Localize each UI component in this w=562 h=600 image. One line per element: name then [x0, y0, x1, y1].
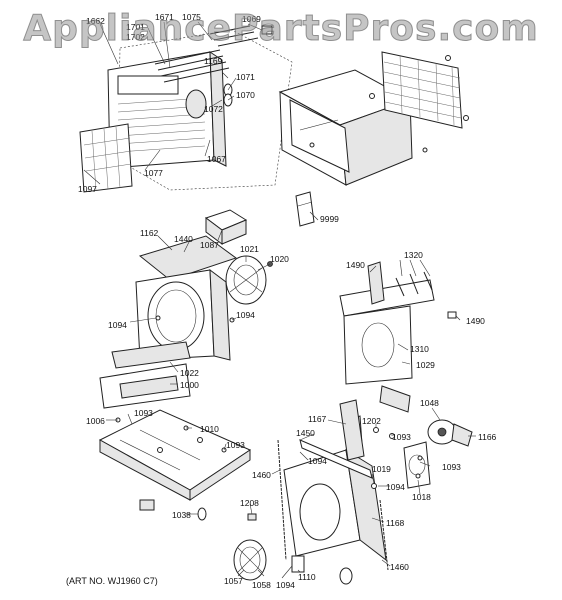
instruction-manual: [295, 191, 315, 227]
callout-1671: 1671: [155, 12, 174, 22]
base-pan: [98, 409, 252, 521]
callout-1018: 1018: [412, 492, 431, 502]
callout-1019: 1019: [372, 464, 391, 474]
blower-housing: [135, 235, 238, 361]
callout-1169: 1169: [204, 56, 223, 66]
louver-blades: [154, 25, 259, 83]
callout-1072: 1072: [204, 104, 223, 114]
callout-1460-a: 1460: [252, 470, 271, 480]
air-filter: [79, 123, 133, 193]
callout-9999: 9999: [320, 214, 339, 224]
callout-1097: 1097: [78, 184, 97, 194]
callout-1168: 1168: [386, 518, 405, 528]
callout-1075: 1075: [182, 12, 201, 22]
callout-1094-a: 1094: [108, 320, 127, 330]
callout-1490-b: 1490: [466, 316, 485, 326]
callout-1094-d: 1094: [386, 482, 405, 492]
callout-1166: 1166: [478, 432, 497, 442]
callout-1662: 1662: [86, 16, 105, 26]
callout-1087: 1087: [200, 240, 219, 250]
callout-labels: 1662 1671 1075 1069 1701 1702 1169 1071 …: [78, 12, 497, 590]
blower-wheel-1021: [225, 255, 273, 305]
front-grille-group: [79, 25, 293, 193]
callout-1093-b: 1093: [226, 440, 245, 450]
callout-1202: 1202: [362, 416, 381, 426]
callout-1010: 1010: [200, 424, 219, 434]
callout-1048: 1048: [420, 398, 439, 408]
callout-1310: 1310: [410, 344, 429, 354]
callout-1162: 1162: [140, 228, 159, 238]
callout-1000: 1000: [180, 380, 199, 390]
callout-1057: 1057: [224, 576, 243, 586]
art-number: (ART NO. WJ1960 C7): [66, 576, 158, 586]
capacitor: [291, 555, 353, 585]
cabinet-wrapper: [278, 69, 428, 186]
leader-lines: [83, 21, 476, 579]
callout-1094-b: 1094: [236, 310, 255, 320]
callout-1058: 1058: [252, 580, 271, 590]
rear-grille: [369, 51, 469, 129]
blower-wheel-1057: [233, 539, 267, 581]
callout-1070: 1070: [236, 90, 255, 100]
callout-1093-d: 1093: [442, 462, 461, 472]
callout-1077: 1077: [144, 168, 163, 178]
callout-1460-b: 1460: [390, 562, 409, 572]
callout-1490-a: 1490: [346, 260, 365, 270]
callout-1701: 1701: [126, 22, 145, 32]
fan-motor: [427, 419, 473, 447]
evaporator-parts: [99, 341, 191, 409]
callout-1006: 1006: [86, 416, 105, 426]
callout-1167: 1167: [308, 414, 327, 424]
callout-1094-e: 1094: [276, 580, 295, 590]
callout-1038: 1038: [172, 510, 191, 520]
callout-1208: 1208: [240, 498, 259, 508]
callout-1022: 1022: [180, 368, 199, 378]
callout-1702: 1702: [126, 32, 145, 42]
callout-1029: 1029: [416, 360, 435, 370]
callout-1320: 1320: [404, 250, 423, 260]
control-box: [204, 209, 248, 245]
callout-1071: 1071: [236, 72, 255, 82]
callout-1069: 1069: [242, 14, 261, 24]
callout-1110: 1110: [298, 572, 316, 582]
callout-1021: 1021: [240, 244, 259, 254]
callout-1093-a: 1093: [134, 408, 153, 418]
callout-1440: 1440: [174, 234, 193, 244]
callout-1020: 1020: [270, 254, 289, 264]
callout-1094-c: 1094: [308, 456, 327, 466]
callout-1450: 1450: [296, 428, 315, 438]
callout-1067: 1067: [207, 154, 226, 164]
motor-bracket: [403, 441, 431, 489]
callout-1093-c: 1093: [392, 432, 411, 442]
partition-bulkhead: [339, 261, 457, 413]
condenser-section: [277, 399, 389, 571]
